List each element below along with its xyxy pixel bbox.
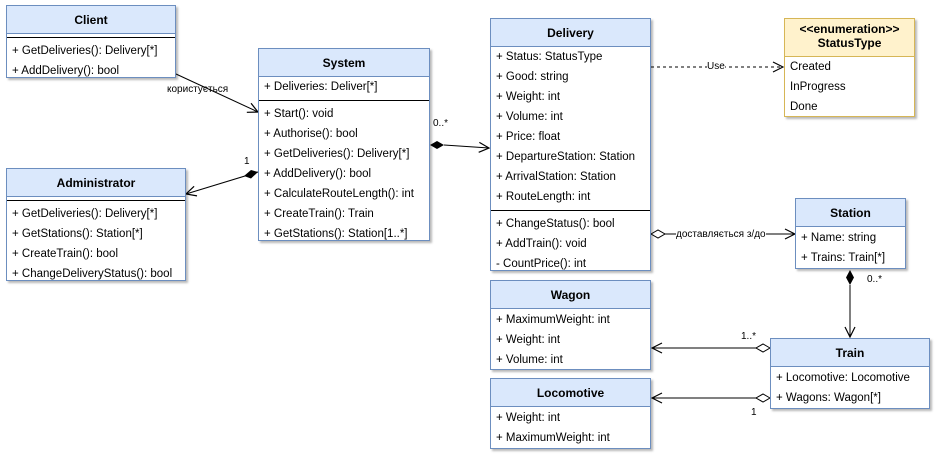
class-system-method: + Authorise(): bool [264,128,358,140]
class-station-title: Station [796,199,905,227]
train-wagon-multiplicity: 1..* [741,331,757,342]
class-train[interactable]: Train + Locomotive: Locomotive + Wagons:… [770,338,930,409]
class-system-separator [259,100,429,101]
train-locomotive-diamond [754,393,772,403]
enum-status-type-value: Created [790,61,831,73]
class-wagon-attribute: + MaximumWeight: int [496,314,610,326]
system-admin-diamond [244,170,258,179]
class-wagon[interactable]: Wagon + MaximumWeight: int + Weight: int… [490,280,651,370]
class-delivery-title: Delivery [491,19,650,47]
class-system-title: System [259,49,429,77]
class-locomotive-attribute: + MaximumWeight: int [496,432,610,444]
class-delivery-method: + ChangeStatus(): bool [496,218,615,230]
class-delivery-attribute: + Status: StatusType [496,51,603,63]
station-train-diamond [846,270,854,285]
class-client[interactable]: Client + GetDeliveries(): Delivery[*] + … [6,5,176,78]
class-system-method: + CalculateRouteLength(): int [264,188,414,200]
class-delivery-attribute: + ArrivalStation: Station [496,171,616,183]
class-wagon-title: Wagon [491,281,650,309]
class-delivery-attribute: + Volume: int [496,111,563,123]
delivery-station-label: доставляється з/до [676,229,766,241]
system-admin-multiplicity: 1 [244,156,250,167]
train-wagon-diamond [754,343,772,353]
enum-status-type-value: Done [790,101,818,113]
class-station-attribute: + Name: string [801,232,877,244]
class-administrator[interactable]: Administrator + GetDeliveries(): Deliver… [6,168,186,281]
enum-status-type-stereotype: <<enumeration>> [799,22,900,36]
class-delivery-attribute: + Weight: int [496,91,561,103]
class-administrator-method: + GetStations(): Station[*] [12,228,143,240]
class-locomotive[interactable]: Locomotive + Weight: int + MaximumWeight… [490,378,651,449]
class-system-method: + GetStations(): Station[1..*] [264,228,408,240]
class-delivery-attribute: + Price: float [496,131,561,143]
enum-status-type-name: StatusType [817,36,882,50]
class-administrator-method: + ChangeDeliveryStatus(): bool [12,268,173,280]
class-locomotive-attribute: + Weight: int [496,412,561,424]
class-system-attribute: + Deliveries: Deliver[*] [264,81,378,93]
class-client-title: Client [7,6,175,34]
delivery-status-label: Use [707,61,725,73]
class-train-title: Train [771,339,929,367]
system-delivery-multiplicity: 0..* [433,118,449,129]
class-administrator-separator [7,200,185,201]
class-train-attribute: + Locomotive: Locomotive [776,372,910,384]
class-delivery-attribute: + RouteLength: int [496,191,591,203]
class-delivery-method: + AddTrain(): void [496,238,587,250]
class-wagon-attribute: + Volume: int [496,354,563,366]
class-delivery-separator [491,210,650,211]
system-delivery-diamond [430,141,444,149]
class-train-attribute: + Wagons: Wagon[*] [776,392,881,404]
class-client-separator [7,37,175,38]
client-system-label: користується [167,84,229,95]
class-client-method: + AddDelivery(): bool [12,65,120,77]
class-locomotive-title: Locomotive [491,379,650,407]
class-delivery[interactable]: Delivery + Status: StatusType + Good: st… [490,18,651,271]
class-delivery-attribute: + Good: string [496,71,569,83]
class-system-method: + AddDelivery(): bool [264,168,372,180]
class-client-method: + GetDeliveries(): Delivery[*] [12,45,158,57]
delivery-station-diamond [649,229,667,239]
class-system-method: + Start(): void [264,108,334,120]
class-delivery-attribute: + DepartureStation: Station [496,151,636,163]
class-system-method: + CreateTrain(): Train [264,208,374,220]
train-locomotive-multiplicity: 1 [751,407,757,418]
class-administrator-title: Administrator [7,169,185,197]
class-wagon-attribute: + Weight: int [496,334,561,346]
class-administrator-method: + GetDeliveries(): Delivery[*] [12,208,158,220]
class-system-method: + GetDeliveries(): Delivery[*] [264,148,410,160]
class-station-attribute: + Trains: Train[*] [801,252,886,264]
enum-status-type-title: <<enumeration>> StatusType [785,19,914,57]
class-system[interactable]: System + Deliveries: Deliver[*] + Start(… [258,48,430,241]
client-system-association [175,73,258,112]
system-delivery-composition [443,145,489,148]
enum-status-type[interactable]: <<enumeration>> StatusType Created InPro… [784,18,915,117]
enum-status-type-value: InProgress [790,81,846,93]
class-station[interactable]: Station + Name: string + Trains: Train[*… [795,198,906,269]
class-delivery-method: - CountPrice(): int [496,258,587,270]
station-train-multiplicity: 0..* [867,274,883,285]
class-administrator-method: + CreateTrain(): bool [12,248,118,260]
